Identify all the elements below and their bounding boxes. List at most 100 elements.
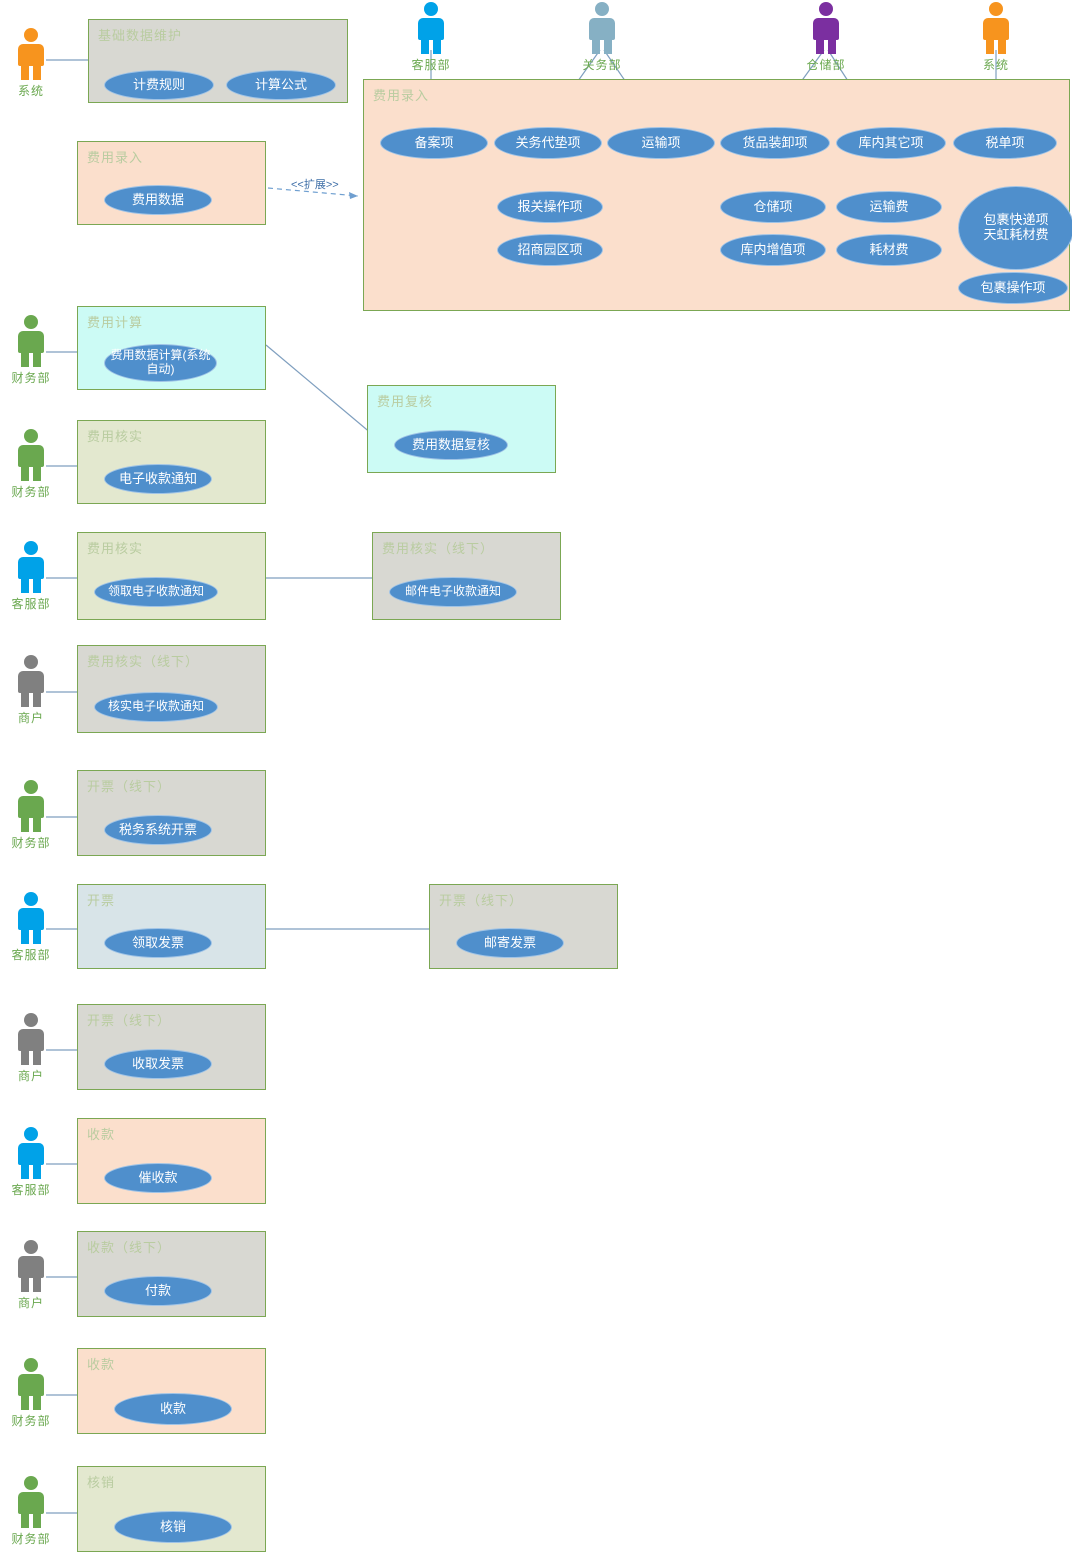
actor-caiwubu-collect[interactable]: 财务部 xyxy=(3,1358,59,1429)
usecase-jifeiguize[interactable]: 计费规则 xyxy=(104,70,214,100)
actor-icon xyxy=(583,2,621,54)
actor-icon xyxy=(12,780,50,832)
usecase-shuidanxiang[interactable]: 税单项 xyxy=(953,127,1057,159)
actor-label: 系统 xyxy=(17,84,44,98)
boundary-title: 费用计算 xyxy=(87,315,144,330)
usecase-guanwudaidianxiang[interactable]: 关务代垫项 xyxy=(494,127,602,159)
boundary-fee-verify-offline-1: 费用核实（线下） 邮件电子收款通知 xyxy=(372,532,561,620)
actor-shanghu-invoice-offline[interactable]: 商户 xyxy=(3,1013,59,1084)
actor-caiwubu-invoice-offline[interactable]: 财务部 xyxy=(3,780,59,851)
boundary-title: 核销 xyxy=(87,1475,116,1490)
usecase-feiyongshujujisuan[interactable]: 费用数据计算(系统自动) xyxy=(104,344,217,382)
actor-guanwubu-top[interactable]: 关务部 xyxy=(574,2,630,73)
actor-kefubu-fee-verify[interactable]: 客服部 xyxy=(3,541,59,612)
actor-label: 商户 xyxy=(17,711,44,725)
boundary-title: 开票（线下） xyxy=(87,779,172,794)
actor-shanghu-collect-offline[interactable]: 商户 xyxy=(3,1240,59,1311)
boundary-title: 费用录入 xyxy=(87,150,144,165)
boundary-writeoff: 核销 核销 xyxy=(77,1466,266,1552)
actor-icon xyxy=(12,315,50,367)
usecase-yunshufei[interactable]: 运输费 xyxy=(836,191,942,223)
boundary-title: 费用核实 xyxy=(87,429,144,444)
extend-relation-label: <<扩展>> xyxy=(291,179,339,191)
actor-icon xyxy=(977,2,1015,54)
boundary-fee-entry-left: 费用录入 费用数据 xyxy=(77,141,266,225)
usecase-jisuangongshi[interactable]: 计算公式 xyxy=(226,70,336,100)
boundary-title: 开票 xyxy=(87,893,116,908)
usecase-yunshuxiang[interactable]: 运输项 xyxy=(607,127,715,159)
boundary-invoice-offline-2: 开票（线下） 邮寄发票 xyxy=(429,884,618,969)
actor-icon xyxy=(12,1127,50,1179)
boundary-invoice-offline-3: 开票（线下） 收取发票 xyxy=(77,1004,266,1090)
usecase-cuishoukuan[interactable]: 催收款 xyxy=(104,1163,212,1193)
usecase-dianzishoukuantongzhi[interactable]: 电子收款通知 xyxy=(104,464,212,494)
usecase-kuneiqitaxiang[interactable]: 库内其它项 xyxy=(836,127,946,159)
actor-icon xyxy=(412,2,450,54)
actor-kefubu-invoice[interactable]: 客服部 xyxy=(3,892,59,963)
actor-icon xyxy=(12,28,50,80)
actor-label: 关务部 xyxy=(582,58,622,72)
usecase-zhaoshangyuanquxiang[interactable]: 招商园区项 xyxy=(497,234,603,266)
usecase-heshidianzishoukuantongzhi[interactable]: 核实电子收款通知 xyxy=(94,692,218,722)
boundary-title: 费用复核 xyxy=(377,394,434,409)
actor-label: 财务部 xyxy=(11,1414,51,1428)
boundary-title: 费用核实 xyxy=(87,541,144,556)
actor-icon xyxy=(12,1358,50,1410)
usecase-haocaifei[interactable]: 耗材费 xyxy=(836,234,942,266)
boundary-collect-offline: 收款（线下） 付款 xyxy=(77,1231,266,1317)
usecase-line-2: 天虹耗材费 xyxy=(983,227,1049,242)
boundary-title: 开票（线下） xyxy=(87,1013,172,1028)
usecase-beianxiang[interactable]: 备案项 xyxy=(380,127,488,159)
usecase-shoukuan[interactable]: 收款 xyxy=(114,1393,232,1425)
boundary-title: 收款 xyxy=(87,1357,116,1372)
usecase-huopinzhuangxiexiang[interactable]: 货品装卸项 xyxy=(720,127,830,159)
usecase-baoguocaozuoxiang[interactable]: 包裹操作项 xyxy=(958,272,1068,304)
usecase-youjiandianzishoukuantongzhi[interactable]: 邮件电子收款通知 xyxy=(389,577,517,607)
boundary-fee-verify-offline-2: 费用核实（线下） 核实电子收款通知 xyxy=(77,645,266,733)
actor-label: 财务部 xyxy=(11,485,51,499)
actor-icon xyxy=(12,1476,50,1528)
actor-label: 客服部 xyxy=(411,58,451,72)
usecase-lingqudianzishoukuantongzhi[interactable]: 领取电子收款通知 xyxy=(94,577,218,607)
usecase-feiyongshuju[interactable]: 费用数据 xyxy=(104,185,212,215)
actor-kefubu-collect[interactable]: 客服部 xyxy=(3,1127,59,1198)
boundary-fee-verify-1: 费用核实 电子收款通知 xyxy=(77,420,266,504)
actor-label: 财务部 xyxy=(11,836,51,850)
usecase-baoguokuaidixiang-tianhonghaocaifei[interactable]: 包裹快递项 天虹耗材费 xyxy=(958,186,1072,270)
boundary-fee-verify-2: 费用核实 领取电子收款通知 xyxy=(77,532,266,620)
usecase-shuiwuxitongkaipiao[interactable]: 税务系统开票 xyxy=(104,815,212,845)
actor-cangchubu-top[interactable]: 仓储部 xyxy=(798,2,854,73)
usecase-lingqufapiao[interactable]: 领取发票 xyxy=(104,928,212,958)
usecase-youjifapiao[interactable]: 邮寄发票 xyxy=(456,928,564,958)
boundary-fee-recheck: 费用复核 费用数据复核 xyxy=(367,385,556,473)
boundary-title: 收款 xyxy=(87,1127,116,1142)
actor-icon xyxy=(12,655,50,707)
usecase-shouqufapiao[interactable]: 收取发票 xyxy=(104,1049,212,1079)
actor-xitong-top[interactable]: 系统 xyxy=(968,2,1024,73)
boundary-title: 收款（线下） xyxy=(87,1240,172,1255)
actor-caiwubu-writeoff[interactable]: 财务部 xyxy=(3,1476,59,1547)
usecase-hexiao[interactable]: 核销 xyxy=(114,1511,232,1543)
boundary-invoice: 开票 领取发票 xyxy=(77,884,266,969)
actor-xitong-left[interactable]: 系统 xyxy=(3,28,59,99)
boundary-title: 开票（线下） xyxy=(439,893,524,908)
usecase-kuneizengzhixiang[interactable]: 库内增值项 xyxy=(720,234,826,266)
actor-shanghu-fee-verify-offline[interactable]: 商户 xyxy=(3,655,59,726)
actor-icon xyxy=(12,429,50,481)
actor-label: 仓储部 xyxy=(806,58,846,72)
boundary-invoice-offline-1: 开票（线下） 税务系统开票 xyxy=(77,770,266,856)
actor-kefubu-top[interactable]: 客服部 xyxy=(403,2,459,73)
boundary-base-data: 基础数据维护 计费规则 计算公式 xyxy=(88,19,348,103)
actor-caiwubu-fee-calc[interactable]: 财务部 xyxy=(3,315,59,386)
usecase-baoguancaozuoxiang[interactable]: 报关操作项 xyxy=(497,191,603,223)
usecase-line-1: 包裹快递项 xyxy=(983,212,1049,228)
usecase-feiyongshujufuhe[interactable]: 费用数据复核 xyxy=(394,430,508,460)
usecase-cangchuxiang[interactable]: 仓储项 xyxy=(720,191,826,223)
actor-caiwubu-fee-verify[interactable]: 财务部 xyxy=(3,429,59,500)
boundary-title: 基础数据维护 xyxy=(98,28,183,43)
usecase-fukuan[interactable]: 付款 xyxy=(104,1276,212,1306)
boundary-title: 费用核实（线下） xyxy=(87,654,200,669)
actor-label: 客服部 xyxy=(11,597,51,611)
boundary-collect-1: 收款 催收款 xyxy=(77,1118,266,1204)
